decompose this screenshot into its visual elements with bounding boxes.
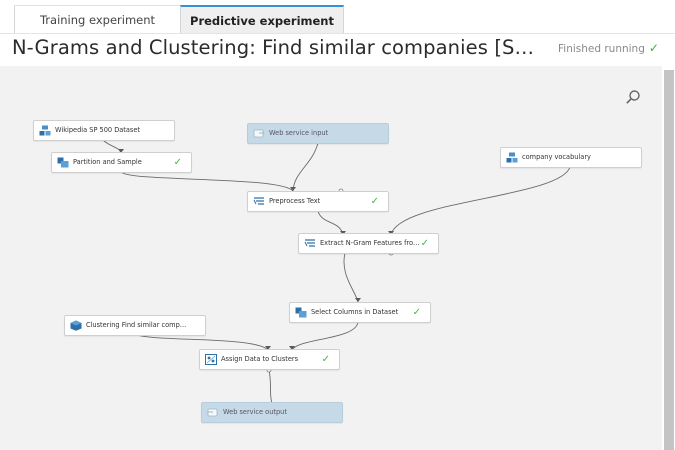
trained-model-icon [70,320,82,331]
dataset-icon [506,152,518,163]
module-label: Wikipedia SP 500 Dataset [55,126,141,134]
cluster-icon [205,354,217,365]
search-icon[interactable] [625,89,641,105]
module-web-service-input[interactable]: Web service input [247,123,389,144]
canvas-scrollbar-thumb[interactable] [664,70,674,450]
dataset-icon [39,125,51,136]
tab-divider [0,33,675,34]
module-clustering-trained-model[interactable]: Clustering Find similar comp… [64,315,206,336]
module-company-vocabulary[interactable]: company vocabulary [500,147,642,168]
text-module-icon [253,197,264,205]
tab-training-experiment[interactable]: Training experiment [14,5,180,33]
module-label: Web service output [223,408,287,416]
module-wikipedia-dataset[interactable]: Wikipedia SP 500 Dataset [33,120,175,141]
module-preprocess-text[interactable]: Preprocess Text ✓ [247,191,389,212]
module-label: Select Columns in Dataset [311,308,399,316]
module-icon [57,157,69,168]
module-select-columns[interactable]: Select Columns in Dataset ✓ [289,302,431,323]
module-label: Assign Data to Clusters [221,355,299,363]
module-extract-ngram-features[interactable]: Extract N-Gram Features fro… ✓ [298,233,439,254]
module-label: Preprocess Text [269,197,321,205]
module-assign-data-to-clusters[interactable]: Assign Data to Clusters ✓ [199,349,340,370]
check-icon: ✓ [420,238,429,249]
check-icon: ✓ [648,41,659,55]
check-icon: ✓ [370,196,379,207]
web-service-icon [207,408,218,417]
tab-predictive-experiment[interactable]: Predictive experiment [180,5,344,33]
module-label: Extract N-Gram Features fro… [320,239,420,247]
module-icon [295,307,307,318]
module-label: Partition and Sample [73,158,142,166]
module-partition-and-sample[interactable]: Partition and Sample ✓ [51,152,192,173]
module-label: Clustering Find similar comp… [86,321,187,329]
tab-bar: Training experiment Predictive experimen… [0,0,675,34]
text-module-icon [304,239,315,247]
module-label: Web service input [269,129,329,137]
run-status: Finished running✓ [558,41,659,55]
module-web-service-output[interactable]: Web service output [201,402,343,423]
check-icon: ✓ [173,157,182,168]
experiment-title: N-Grams and Clustering: Find similar com… [12,36,535,59]
check-icon: ✓ [412,307,421,318]
run-status-text: Finished running [558,43,645,55]
module-label: company vocabulary [522,153,591,161]
check-icon: ✓ [321,354,330,365]
web-service-icon [253,129,264,138]
